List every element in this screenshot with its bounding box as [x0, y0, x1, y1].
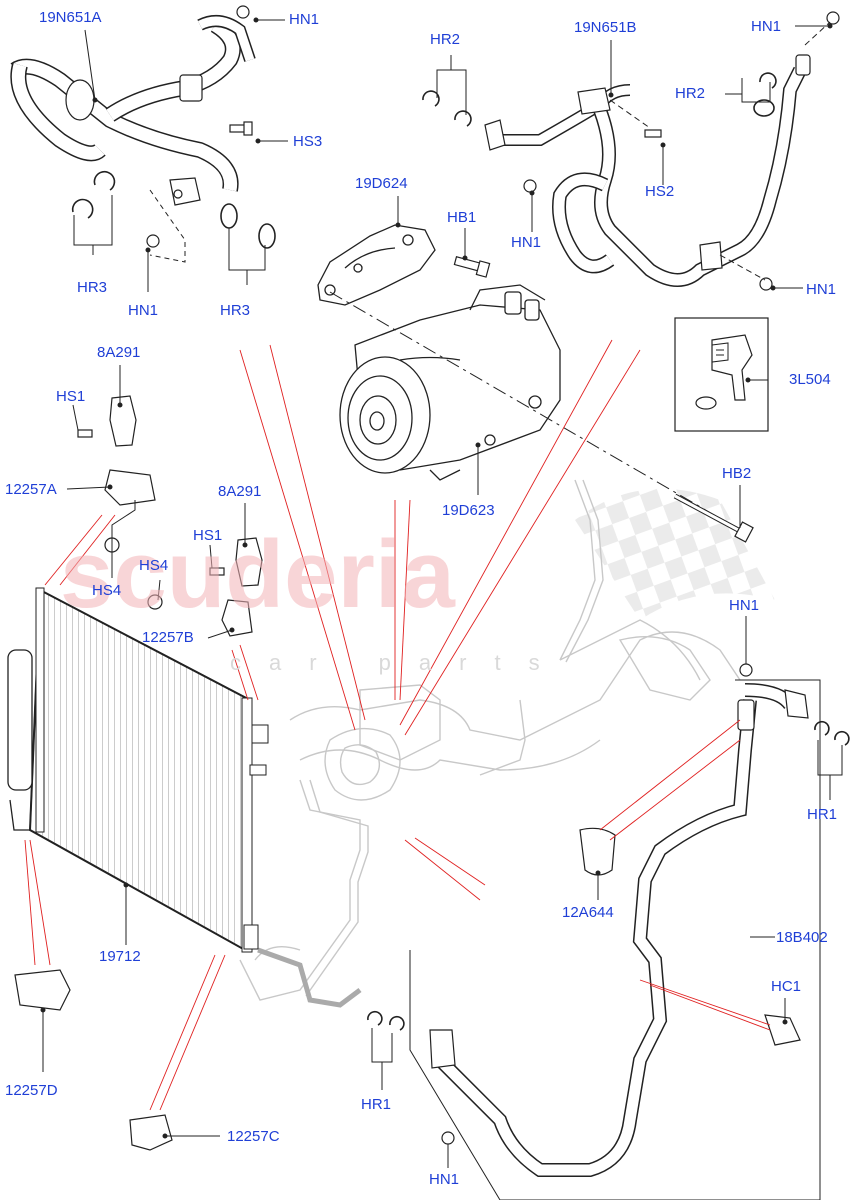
watermark-subtitle: car parts — [230, 650, 568, 675]
callout-hr2-right[interactable]: HR2 — [675, 85, 706, 102]
compressor — [339, 284, 561, 481]
assembly-axis-line — [329, 291, 741, 531]
callout-19d624[interactable]: 19D624 — [355, 175, 408, 192]
callout-19n651a[interactable]: 19N651A — [39, 9, 102, 26]
callout-hn1-top-left[interactable]: HN1 — [289, 11, 320, 28]
condenser-lower-line — [257, 947, 362, 1008]
pipe-18b402 — [435, 683, 796, 1177]
brackets-upper — [77, 395, 263, 637]
callout-12257b[interactable]: 12257B — [142, 629, 194, 646]
callout-hr2-left[interactable]: HR2 — [430, 31, 461, 48]
callout-hn1-top-right[interactable]: HN1 — [751, 18, 782, 35]
callout-19n651b[interactable]: 19N651B — [574, 19, 637, 36]
pipe-18b402-outline-box — [409, 679, 821, 1200]
receiver-drier — [7, 649, 33, 831]
callout-hs1-upper[interactable]: HS1 — [56, 388, 86, 405]
locator-lines — [24, 339, 771, 1111]
callout-hs4-upper[interactable]: HS4 — [139, 557, 169, 574]
callout-12a644[interactable]: 12A644 — [562, 904, 614, 921]
bolt-hb1 — [453, 256, 491, 278]
pipe-18b402-fittings — [429, 663, 809, 1145]
watermark-brand: scuderia — [60, 521, 455, 628]
callout-hr3-right[interactable]: HR3 — [220, 302, 251, 319]
callout-hn1-lower-right[interactable]: HN1 — [729, 597, 760, 614]
vehicle-location-ghost — [239, 479, 741, 1001]
callout-hs1-lower[interactable]: HS1 — [193, 527, 223, 544]
callout-hb1[interactable]: HB1 — [447, 209, 477, 226]
orings-hr3 — [71, 170, 276, 249]
dashed-axis-right — [609, 21, 831, 281]
callout-12257d[interactable]: 12257D — [5, 1082, 58, 1099]
callout-hs2[interactable]: HS2 — [645, 183, 675, 200]
compressor-bracket — [317, 224, 436, 306]
callout-hr3-left[interactable]: HR3 — [77, 279, 108, 296]
orings-hr1 — [367, 720, 850, 1031]
callout-hn1-mid[interactable]: HN1 — [511, 234, 542, 251]
callout-hr1-right[interactable]: HR1 — [807, 806, 838, 823]
callout-12257c[interactable]: 12257C — [227, 1128, 280, 1145]
callout-hn1-right[interactable]: HN1 — [806, 281, 837, 298]
nuts-left — [146, 121, 253, 248]
pipe-19n651a — [10, 15, 256, 192]
brackets-lower — [14, 969, 173, 1151]
dashed-box-hn1 — [149, 189, 186, 263]
callout-hc1[interactable]: HC1 — [771, 978, 802, 995]
condenser-19712 — [28, 587, 269, 953]
callout-hs3[interactable]: HS3 — [293, 133, 323, 150]
leader-lines — [40, 17, 843, 1168]
bolt-hb2 — [673, 493, 754, 543]
pipe-fittings-19n651b — [484, 11, 840, 291]
inset-box-3l504 — [674, 317, 769, 432]
callout-19712[interactable]: 19712 — [99, 948, 141, 965]
callout-18b402[interactable]: 18B402 — [776, 929, 828, 946]
callout-hn1-left[interactable]: HN1 — [128, 302, 159, 319]
callout-8a291-lower[interactable]: 8A291 — [218, 483, 262, 500]
callout-3l504[interactable]: 3L504 — [789, 371, 831, 388]
callout-hn1-bottom[interactable]: HN1 — [429, 1171, 460, 1188]
callout-19d623[interactable]: 19D623 — [442, 502, 495, 519]
callout-12257a[interactable]: 12257A — [5, 481, 57, 498]
callout-8a291-upper[interactable]: 8A291 — [97, 344, 141, 361]
callout-hb2[interactable]: HB2 — [722, 465, 752, 482]
callout-hr1-lower[interactable]: HR1 — [361, 1096, 392, 1113]
callout-hs4-lower[interactable]: HS4 — [92, 582, 122, 599]
